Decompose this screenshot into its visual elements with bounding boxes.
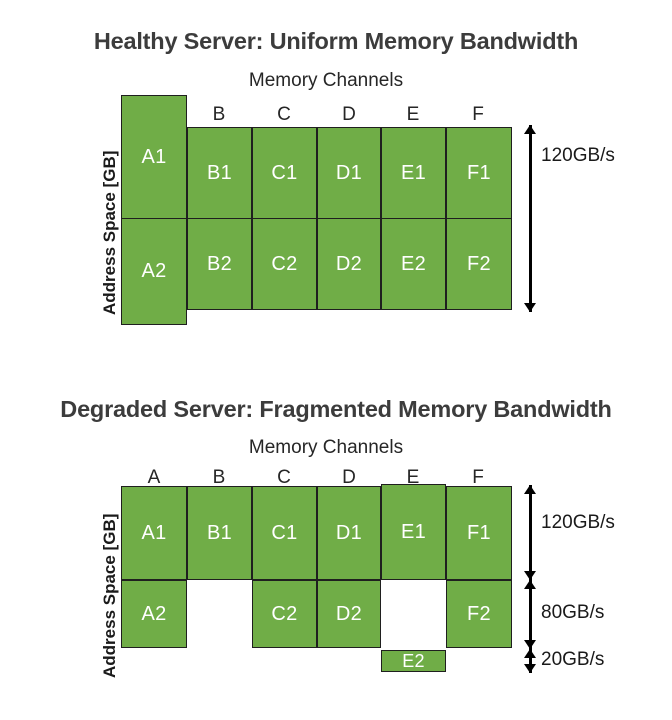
arrow-head-up-icon <box>524 125 536 134</box>
page-title-degraded: Degraded Server: Fragmented Memory Bandw… <box>60 396 612 422</box>
arrow-head-down-icon <box>524 640 536 649</box>
panel-degraded-server: Degraded Server: Fragmented Memory Bandw… <box>0 360 672 720</box>
arrow-shaft <box>529 649 532 673</box>
bandwidth-arrow-120-healthy <box>524 125 537 312</box>
column-header-c-healthy: C <box>277 104 291 125</box>
memory-block-d1-healthy[interactable]: D1 <box>317 127 381 219</box>
bandwidth-arrow-20-degraded <box>524 649 537 673</box>
memory-channels-label-degraded: Memory Channels <box>248 437 404 458</box>
memory-block-d2-degraded[interactable]: D2 <box>317 580 381 648</box>
bandwidth-arrow-80-degraded <box>524 580 537 649</box>
address-space-axis-label-healthy: Address Space [GB] <box>100 150 119 315</box>
memory-block-a2-healthy[interactable]: A2 <box>121 218 187 325</box>
arrow-head-down-icon <box>524 571 536 580</box>
bandwidth-arrow-120-degraded <box>524 485 537 580</box>
bandwidth-label-120-healthy: 120GB/s <box>541 145 615 166</box>
memory-block-c2-degraded[interactable]: C2 <box>252 580 317 648</box>
arrow-head-up-icon <box>524 649 536 658</box>
bandwidth-label-80-degraded: 80GB/s <box>541 602 605 623</box>
bandwidth-label-120-degraded: 120GB/s <box>541 512 615 533</box>
column-header-e-healthy: E <box>406 104 420 125</box>
memory-block-b1-degraded[interactable]: B1 <box>187 486 252 580</box>
column-header-b-degraded: B <box>212 467 226 488</box>
column-header-f-degraded: F <box>472 467 484 488</box>
memory-block-e2-healthy[interactable]: E2 <box>381 218 446 310</box>
column-header-f-healthy: F <box>472 104 484 125</box>
panel-healthy-server: Healthy Server: Uniform Memory Bandwidth… <box>93 28 615 325</box>
arrow-head-down-icon <box>524 664 536 673</box>
memory-block-a2-degraded[interactable]: A2 <box>121 580 187 648</box>
memory-block-f2-degraded[interactable]: F2 <box>446 580 512 648</box>
memory-block-e2-degraded[interactable]: E2 <box>381 650 446 672</box>
arrow-shaft <box>529 580 532 649</box>
memory-block-b1-healthy[interactable]: B1 <box>187 127 252 219</box>
memory-block-f1-healthy[interactable]: F1 <box>446 127 512 219</box>
column-header-b-healthy: B <box>212 104 226 125</box>
arrow-head-down-icon <box>524 303 536 312</box>
memory-block-f2-healthy[interactable]: F2 <box>446 218 512 310</box>
memory-block-c1-healthy[interactable]: C1 <box>252 127 317 219</box>
page-title-healthy: Healthy Server: Uniform Memory Bandwidth <box>93 28 579 54</box>
column-header-d-degraded: D <box>342 467 356 488</box>
memory-block-a1-degraded[interactable]: A1 <box>121 486 187 580</box>
memory-block-e1-healthy[interactable]: E1 <box>381 127 446 219</box>
memory-block-b2-healthy[interactable]: B2 <box>187 218 252 310</box>
arrow-shaft <box>529 485 532 580</box>
memory-block-f1-degraded[interactable]: F1 <box>446 486 512 580</box>
memory-block-c1-degraded[interactable]: C1 <box>252 486 317 580</box>
memory-channels-label-healthy: Memory Channels <box>248 70 404 91</box>
memory-block-a1-healthy[interactable]: A1 <box>121 95 187 219</box>
column-header-a-degraded: A <box>147 467 161 488</box>
bandwidth-label-20-degraded: 20GB/s <box>541 649 605 670</box>
memory-block-c2-healthy[interactable]: C2 <box>252 218 317 310</box>
column-header-d-healthy: D <box>342 104 356 125</box>
column-header-c-degraded: C <box>277 467 291 488</box>
memory-block-d1-degraded[interactable]: D1 <box>317 486 381 580</box>
column-header-e-degraded: E <box>406 467 420 488</box>
memory-block-d2-healthy[interactable]: D2 <box>317 218 381 310</box>
address-space-axis-label-degraded: Address Space [GB] <box>100 513 119 678</box>
memory-block-e1-degraded[interactable]: E1 <box>381 484 446 580</box>
arrow-head-up-icon <box>524 580 536 589</box>
arrow-head-up-icon <box>524 485 536 494</box>
arrow-shaft <box>529 125 532 312</box>
